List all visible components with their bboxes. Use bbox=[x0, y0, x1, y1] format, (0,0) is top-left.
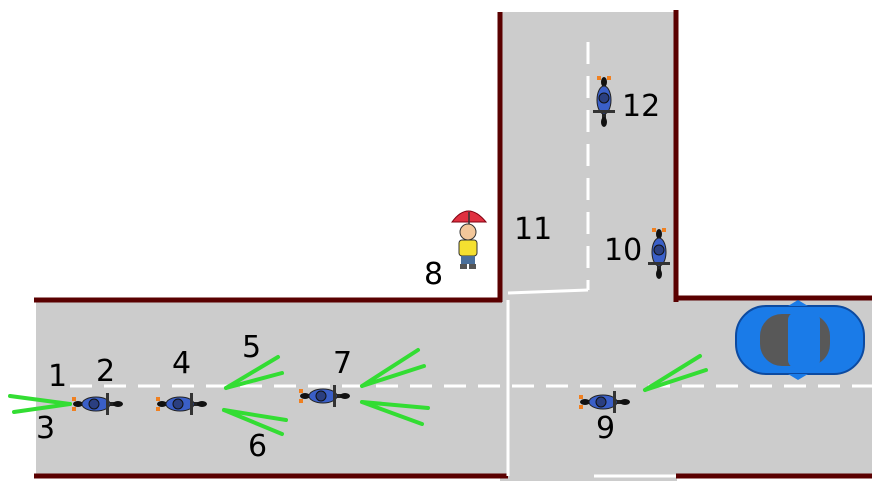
label-2: 2 bbox=[96, 354, 115, 389]
label-8: 8 bbox=[424, 257, 443, 292]
label-7: 7 bbox=[333, 346, 352, 381]
curbs bbox=[34, 10, 872, 479]
label-1: 1 bbox=[48, 359, 67, 394]
label-3: 3 bbox=[36, 411, 55, 446]
label-9: 9 bbox=[596, 411, 615, 446]
car-icon bbox=[735, 300, 865, 380]
label-5: 5 bbox=[242, 330, 261, 365]
label-12: 12 bbox=[622, 89, 660, 124]
main-road bbox=[36, 300, 872, 476]
stop-lines bbox=[506, 288, 676, 478]
label-10: 10 bbox=[604, 233, 642, 268]
label-6: 6 bbox=[248, 429, 267, 464]
signal-rays bbox=[8, 348, 708, 436]
label-11: 11 bbox=[514, 212, 552, 247]
label-4: 4 bbox=[172, 346, 191, 381]
pedestrian-icon bbox=[451, 210, 488, 269]
